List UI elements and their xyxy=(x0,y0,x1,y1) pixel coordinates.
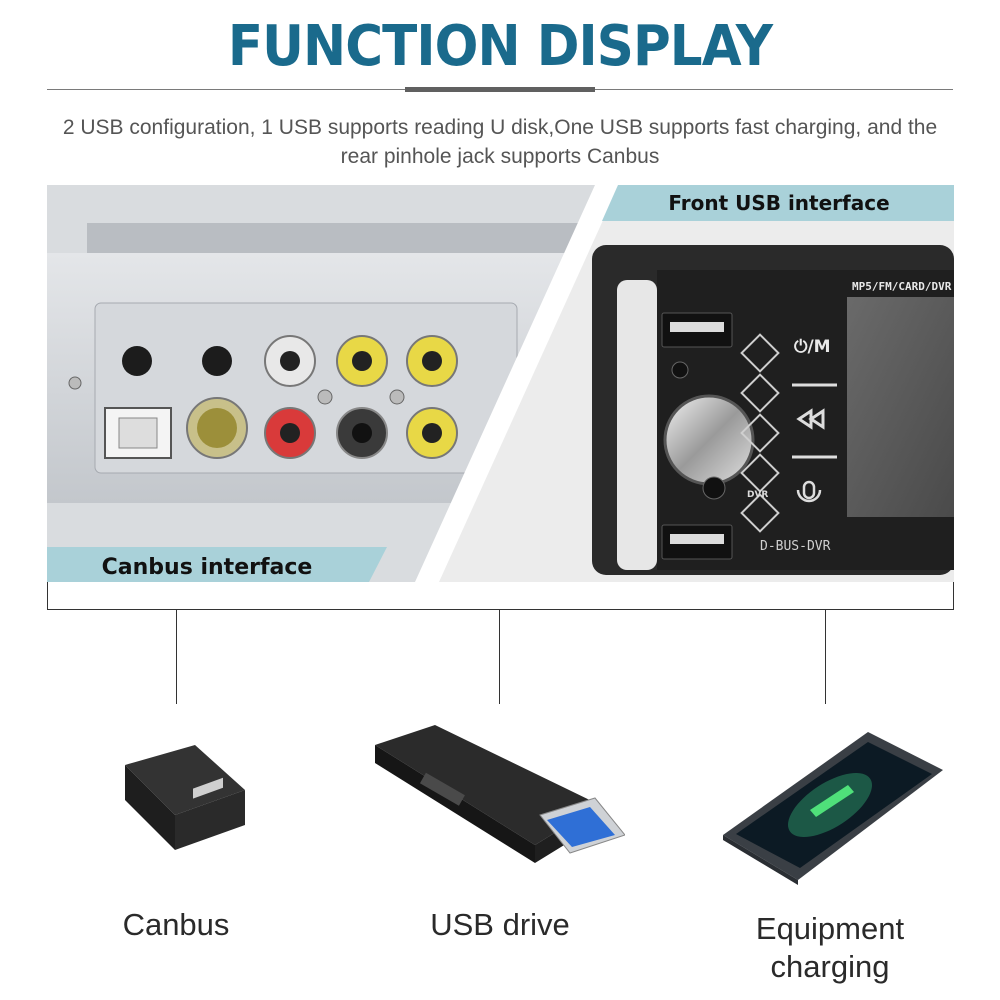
rca-jack-white xyxy=(264,335,316,387)
volume-knob xyxy=(663,394,755,486)
drop-line-usb xyxy=(499,609,500,704)
rca-jack-black xyxy=(336,407,388,459)
front-usb-port-top xyxy=(661,312,733,348)
usb-drive-icon xyxy=(375,725,625,863)
rca-jack-yellow-1 xyxy=(336,335,388,387)
gps-hole xyxy=(122,346,152,376)
equipment-charging-label: Equipment charging xyxy=(755,911,905,984)
canbus-box-icon xyxy=(125,745,245,850)
product-photo: MP5/FM/CARD/DVR ⏻/M DVR D-BUS-DVR Front … xyxy=(47,185,954,582)
power-mode-button-label: ⏻/M xyxy=(794,337,831,357)
voice-icon xyxy=(796,480,822,503)
mic-hole xyxy=(202,346,232,376)
rca-jack-yellow-2 xyxy=(406,335,458,387)
bracket-right-edge xyxy=(953,582,954,610)
page-title: FUNCTION DISPLAY xyxy=(227,14,773,79)
title-divider-accent xyxy=(405,87,595,92)
phone-charging-icon xyxy=(723,732,943,885)
rca-jack-yellow-3 xyxy=(406,407,458,459)
dvr-button-label: DVR xyxy=(747,490,768,500)
display-screen xyxy=(847,297,954,517)
usb-drive-label: USB drive xyxy=(430,907,570,942)
bracket-line xyxy=(47,609,954,610)
panel-model-text: D-BUS-DVR xyxy=(760,539,831,554)
canbus-connector xyxy=(104,407,172,459)
rca-jack-red xyxy=(264,407,316,459)
drop-line-charging xyxy=(825,609,826,704)
panel-mode-text: MP5/FM/CARD/DVR xyxy=(852,280,952,293)
canbus-label: Canbus xyxy=(122,907,230,942)
canbus-pinhole-jack xyxy=(186,397,248,459)
front-usb-interface-label: Front USB interface xyxy=(668,191,889,215)
drop-line-canbus xyxy=(176,609,177,704)
prev-icon xyxy=(796,408,825,430)
front-panel: MP5/FM/CARD/DVR ⏻/M DVR D-BUS-DVR xyxy=(592,245,954,575)
front-usb-port-bottom xyxy=(661,524,733,560)
bracket-left-edge xyxy=(47,582,48,610)
page-subtitle: 2 USB configuration, 1 USB supports read… xyxy=(62,116,938,168)
canbus-interface-label: Canbus interface xyxy=(102,555,313,580)
